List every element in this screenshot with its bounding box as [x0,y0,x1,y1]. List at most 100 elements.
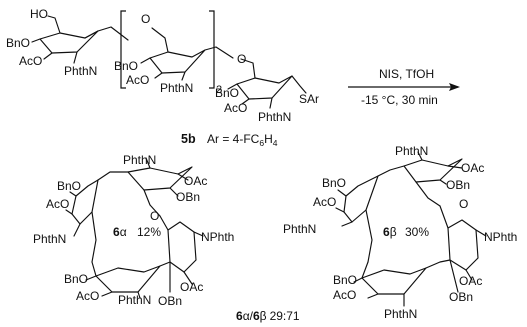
alpha-bottom-phthn: PhthN [118,293,151,307]
alpha-left-n-bond [73,223,81,237]
sm-repeat-bracket: 2 [120,10,222,96]
beta-bottom-obn: OBn [449,290,473,304]
alpha-top-obn: OBn [176,190,200,204]
sm-unit3-bno-bond [227,83,238,90]
sm-unit2-c6 [151,27,169,53]
alpha-compound-label: 6α [113,225,127,239]
beta-compound-label: 6β [383,225,397,239]
sm-unit1-ho: HO [30,7,48,21]
alpha-link-top-left [97,171,129,181]
beta-bottom-bno: BnO [333,273,357,287]
alpha-bottom-link-left [91,261,97,277]
alpha-top-phthn: PhthN [123,153,156,167]
bracket-right [209,10,215,89]
sm-unit-2: O BnO AcO PhthN [114,12,234,95]
sm-ar-definition: Ar = 4-FC6H4 [207,132,278,148]
sm-compound-number: 5b [181,132,196,146]
beta-top-oac-bond [447,165,463,169]
alpha-bottom-obn: OBn [158,294,182,308]
sm-unit2-o: O [141,12,150,26]
sm-unit3-bno: BnO [215,86,239,100]
sm-unit2-n-bond [181,71,186,81]
alpha-ring-o: O [150,209,159,223]
beta-bottom-phthn: PhthN [384,307,417,321]
alpha-right-nphth: NPhth [201,230,234,244]
sm-unit2-aco: AcO [126,73,149,87]
alpha-bottom-aco-bond [101,291,113,297]
alpha-left-phthn: PhthN [33,232,66,246]
alpha-bottom-bno: BnO [64,272,88,286]
beta-bottom-aco: AcO [333,288,356,302]
alpha-right-link [159,215,169,231]
alpha-bottom-ring [95,265,161,293]
sm-unit1-aco-bond [43,52,53,60]
sm-unit3-sar-bond [291,75,307,94]
bracket-left [120,10,126,89]
sm-unit1-phthn: PhthN [64,64,97,78]
beta-top-c6 [415,181,441,207]
sm-unit1-bno: BnO [6,36,30,50]
sm-unit1-anomeric [97,26,129,41]
alpha-bottom-aco: AcO [76,289,99,303]
beta-right-ring [447,219,479,271]
beta-left-bno-bond [337,189,347,197]
beta-left-aco: AcO [313,195,336,209]
sm-unit1-bno-bond [31,38,41,43]
alpha-bottom-oac: OAc [180,280,203,294]
beta-top-obn: OBn [446,178,470,192]
beta-top-oac: OAc [461,161,484,175]
beta-left-phthn: PhthN [283,222,316,236]
alpha-top-c6 [143,189,161,217]
beta-bottom-aco-bond [367,293,379,299]
alpha-top-ring [127,166,193,191]
alpha-bottom-link-right [159,261,171,267]
sm-unit1-n-bond [73,51,78,64]
sm-unit1-aco: AcO [19,54,42,68]
beta-right-nphth: NPhth [484,230,517,244]
sm-unit2-bno-bond [140,57,151,64]
alpha-left-c6 [91,211,97,263]
starting-material-5b: HO BnO AcO PhthN 2 O BnO AcO PhthN [6,7,319,148]
sm-unit1-ring-o [84,30,99,39]
sm-unit3-n-bond [269,97,273,109]
beta-bottom-ring [361,267,427,295]
beta-bottom-link-left [361,261,369,279]
sm-unit3-aco: AcO [224,101,247,115]
beta-top-obn-bond [439,179,447,185]
beta-top-phthn: PhthN [395,144,428,158]
product-6-alpha: PhthN OAc OBn BnO AcO O PhthN NPhth BnO … [33,153,234,308]
sm-unit2-aco-bond [154,72,163,79]
alpha-bottom-bno-bond [85,275,97,281]
alpha-bottom-n-bond [137,291,141,299]
alpha-yield: 12% [137,225,161,239]
sm-unit-1: HO BnO AcO PhthN [6,7,129,78]
repeat-count: 2 [216,84,222,96]
beta-right-n-bond [475,229,487,237]
beta-link-top-left [377,165,405,177]
sm-unit3-ring [236,75,293,100]
sm-unit3-aco-bond [241,98,250,105]
sm-unit1-ring [39,30,99,54]
sm-unit3-phthn: PhthN [258,110,291,124]
sm-unit3-c6 [240,58,256,79]
sm-unit2-anomeric [204,46,234,59]
reaction-arrowhead [449,83,460,91]
alpha-top-oac: OAc [184,174,207,188]
reaction-reagents: NIS, TfOH [379,67,434,81]
beta-right-link [439,205,449,229]
product-6-beta: PhthN OAc OBn BnO AcO O PhthN NPhth BnO … [283,144,517,321]
beta-left-bno: BnO [322,176,346,190]
alpha-right-n-bond [193,231,204,237]
sm-unit3-sar: SAr [299,92,319,106]
beta-top-n-bond [417,151,423,161]
sm-unit2-bno: BnO [114,59,138,73]
reaction-arrow-group: NIS, TfOH -15 °C, 30 min [348,67,460,107]
beta-left-c6 [365,209,373,263]
beta-right-obn-bond [449,259,459,293]
alpha-right-ring [167,221,197,273]
alpha-top-n-bond [145,157,151,169]
beta-left-aco-bond [335,207,345,213]
alpha-left-aco-bond [65,209,73,215]
